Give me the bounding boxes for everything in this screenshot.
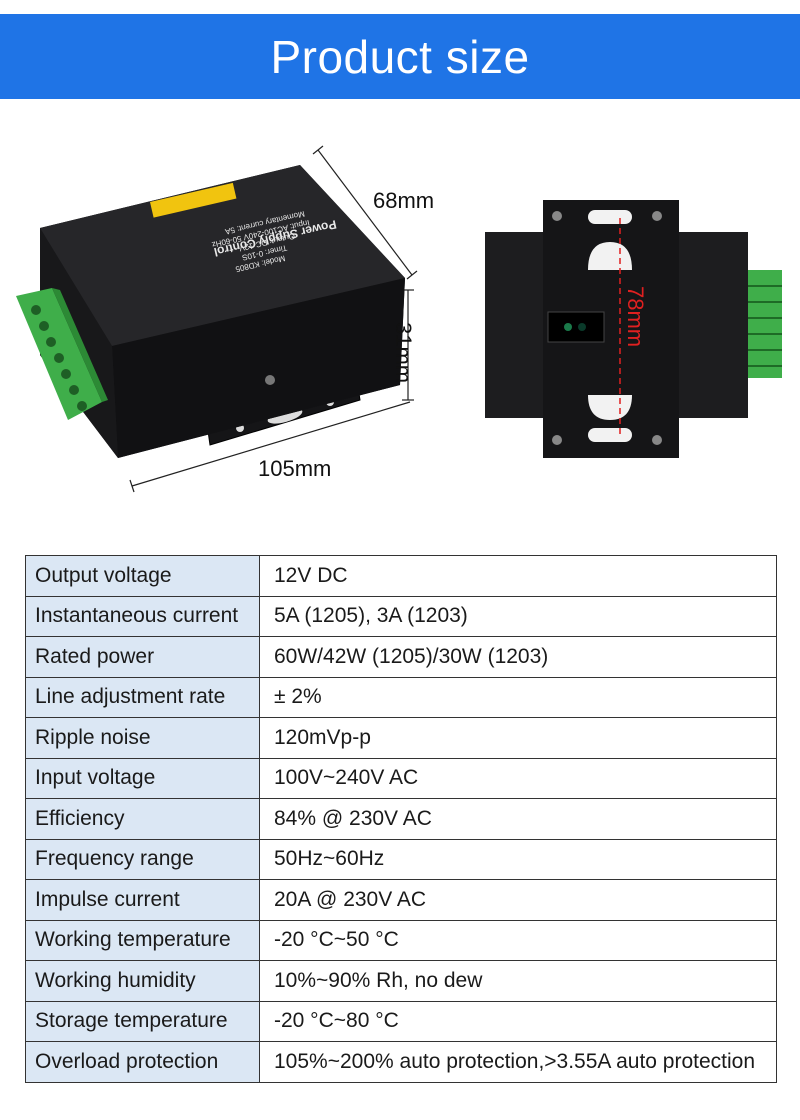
warning-sticker [149, 182, 237, 218]
table-row: Storage temperature-20 °C~80 °C [25, 1000, 777, 1042]
spec-parameter: Working temperature [25, 919, 260, 961]
spec-parameter: Efficiency [25, 798, 260, 840]
spec-parameter: Rated power [25, 636, 260, 678]
spec-value: ± 2% [259, 676, 777, 718]
spec-value: 5A (1205), 3A (1203) [259, 595, 777, 637]
spec-value: 12V DC [259, 555, 777, 597]
spec-value: 120mVp-p [259, 717, 777, 759]
spec-parameter: Output voltage [25, 555, 260, 597]
page-title: Product size [270, 30, 530, 83]
spec-parameter: Frequency range [25, 838, 260, 880]
spec-value: 50Hz~60Hz [259, 838, 777, 880]
spec-value: -20 °C~80 °C [259, 1000, 777, 1042]
spec-value: 100V~240V AC [259, 757, 777, 799]
spec-parameter: Impulse current [25, 879, 260, 921]
spec-value: 60W/42W (1205)/30W (1203) [259, 636, 777, 678]
product-figure: Power Supply Control Model: KD805 Timer:… [0, 110, 800, 530]
spec-value: -20 °C~50 °C [259, 919, 777, 961]
top-view-terminal [745, 270, 782, 378]
title-banner: Product size [0, 14, 800, 99]
product-illustration: Power Supply Control Model: KD805 Timer:… [16, 145, 782, 493]
table-row: Line adjustment rate± 2% [25, 676, 777, 718]
spec-value: 105%~200% auto protection,>3.55A auto pr… [259, 1041, 777, 1083]
top-view: 78mm [485, 200, 782, 458]
spec-parameter: Working humidity [25, 960, 260, 1002]
height-dimension: 31mm [391, 322, 416, 384]
spec-parameter: Ripple noise [25, 717, 260, 759]
spec-value: 84% @ 230V AC [259, 798, 777, 840]
spec-parameter: Instantaneous current [25, 595, 260, 637]
hole-spacing-label: 78mm [623, 286, 648, 347]
spec-parameter: Overload protection [25, 1041, 260, 1083]
spec-value: 20A @ 230V AC [259, 879, 777, 921]
spec-value: 10%~90% Rh, no dew [259, 960, 777, 1002]
spec-parameter: Input voltage [25, 757, 260, 799]
depth-dimension: 68mm [373, 188, 435, 213]
terminal-block [16, 288, 108, 420]
led-window [547, 311, 605, 343]
width-dimension: 105mm [258, 456, 332, 481]
spec-parameter: Line adjustment rate [25, 676, 260, 718]
dimension-lines [129, 145, 418, 493]
spec-parameter: Storage temperature [25, 1000, 260, 1042]
table-row: Working temperature-20 °C~50 °C [25, 919, 777, 961]
